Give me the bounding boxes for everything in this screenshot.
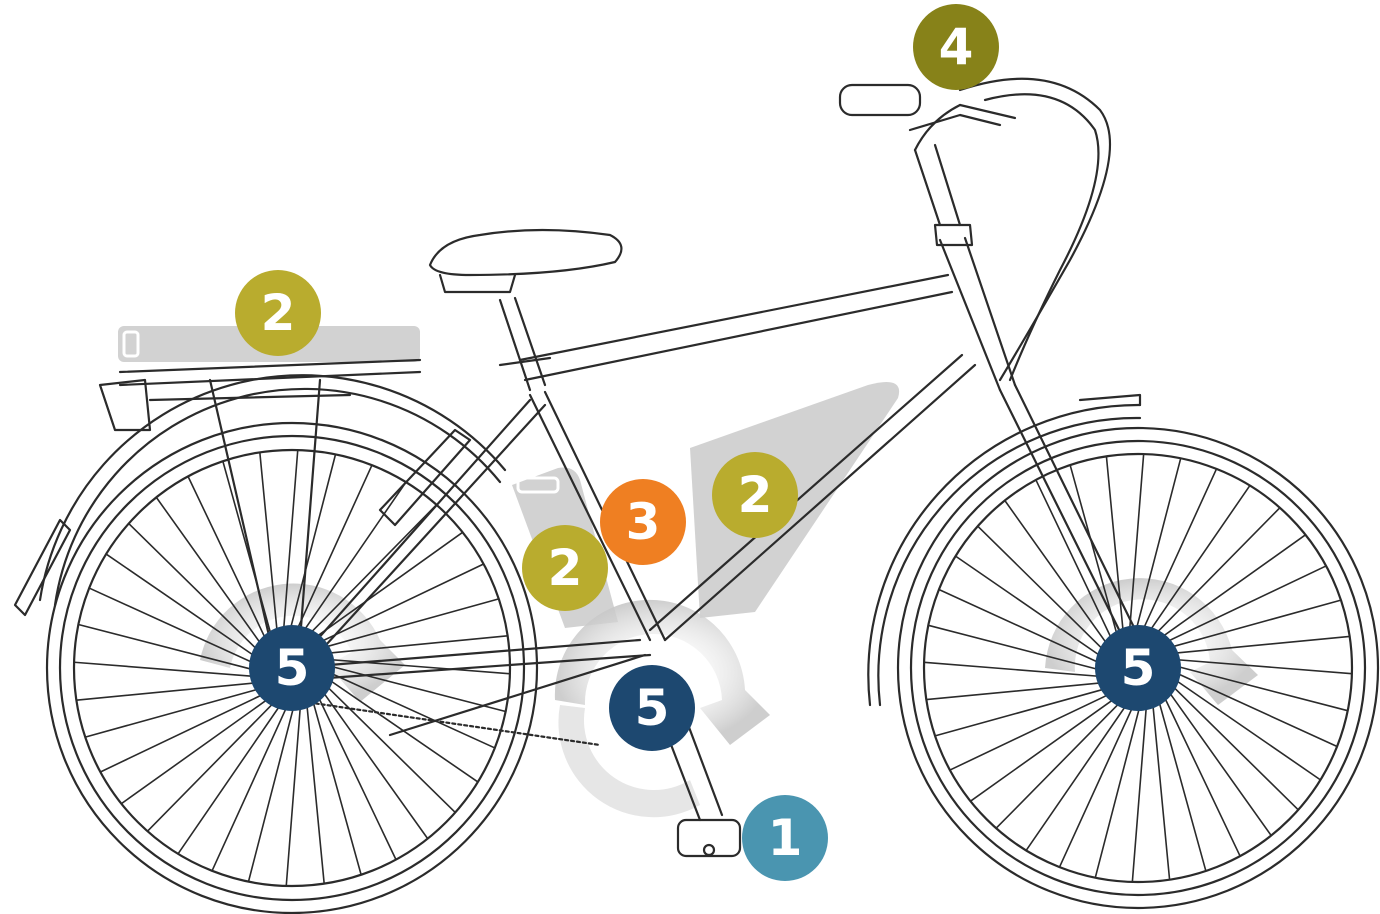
spoke: [1026, 688, 1138, 850]
marker-controller[interactable]: 3: [600, 479, 686, 565]
marker-label: 2: [548, 539, 583, 597]
spoke: [305, 683, 324, 883]
spoke: [74, 662, 275, 678]
spoke: [1138, 486, 1250, 648]
spoke: [100, 685, 282, 772]
marker-motor-front-hub[interactable]: 5: [1095, 625, 1181, 711]
spoke: [1132, 685, 1148, 882]
spoke: [312, 668, 478, 782]
marker-battery-rack[interactable]: 2: [235, 270, 321, 356]
marker-label: 2: [738, 466, 773, 524]
spoke: [1153, 681, 1206, 871]
marker-motor-rear-hub[interactable]: 5: [249, 625, 335, 711]
spoke: [286, 685, 302, 886]
marker-label: 2: [261, 284, 296, 342]
spoke: [212, 688, 295, 871]
marker-battery-downtube[interactable]: 2: [522, 525, 608, 611]
marker-label: 1: [768, 809, 803, 867]
marker-display-handlebar[interactable]: 4: [913, 4, 999, 90]
spoke: [924, 662, 1121, 678]
marker-battery-frame[interactable]: 2: [712, 452, 798, 538]
marker-label: 5: [635, 679, 670, 737]
spoke: [178, 688, 292, 854]
spoke: [1155, 678, 1240, 856]
marker-label: 4: [939, 18, 974, 76]
marker-motor-mid-drive[interactable]: 5: [609, 665, 695, 751]
marker-label: 5: [275, 639, 310, 697]
marker-pedal-sensor[interactable]: 1: [742, 795, 828, 881]
spoke: [76, 681, 276, 700]
spoke: [85, 683, 279, 737]
marker-label: 5: [1121, 639, 1156, 697]
spoke: [1060, 688, 1142, 867]
marker-label: 3: [626, 493, 661, 551]
spoke: [282, 450, 298, 651]
spoke: [935, 683, 1125, 736]
spoke: [1153, 636, 1349, 655]
spoke: [1148, 566, 1326, 651]
spoke: [950, 685, 1128, 770]
spoke: [1151, 683, 1170, 879]
spoke: [926, 681, 1122, 700]
